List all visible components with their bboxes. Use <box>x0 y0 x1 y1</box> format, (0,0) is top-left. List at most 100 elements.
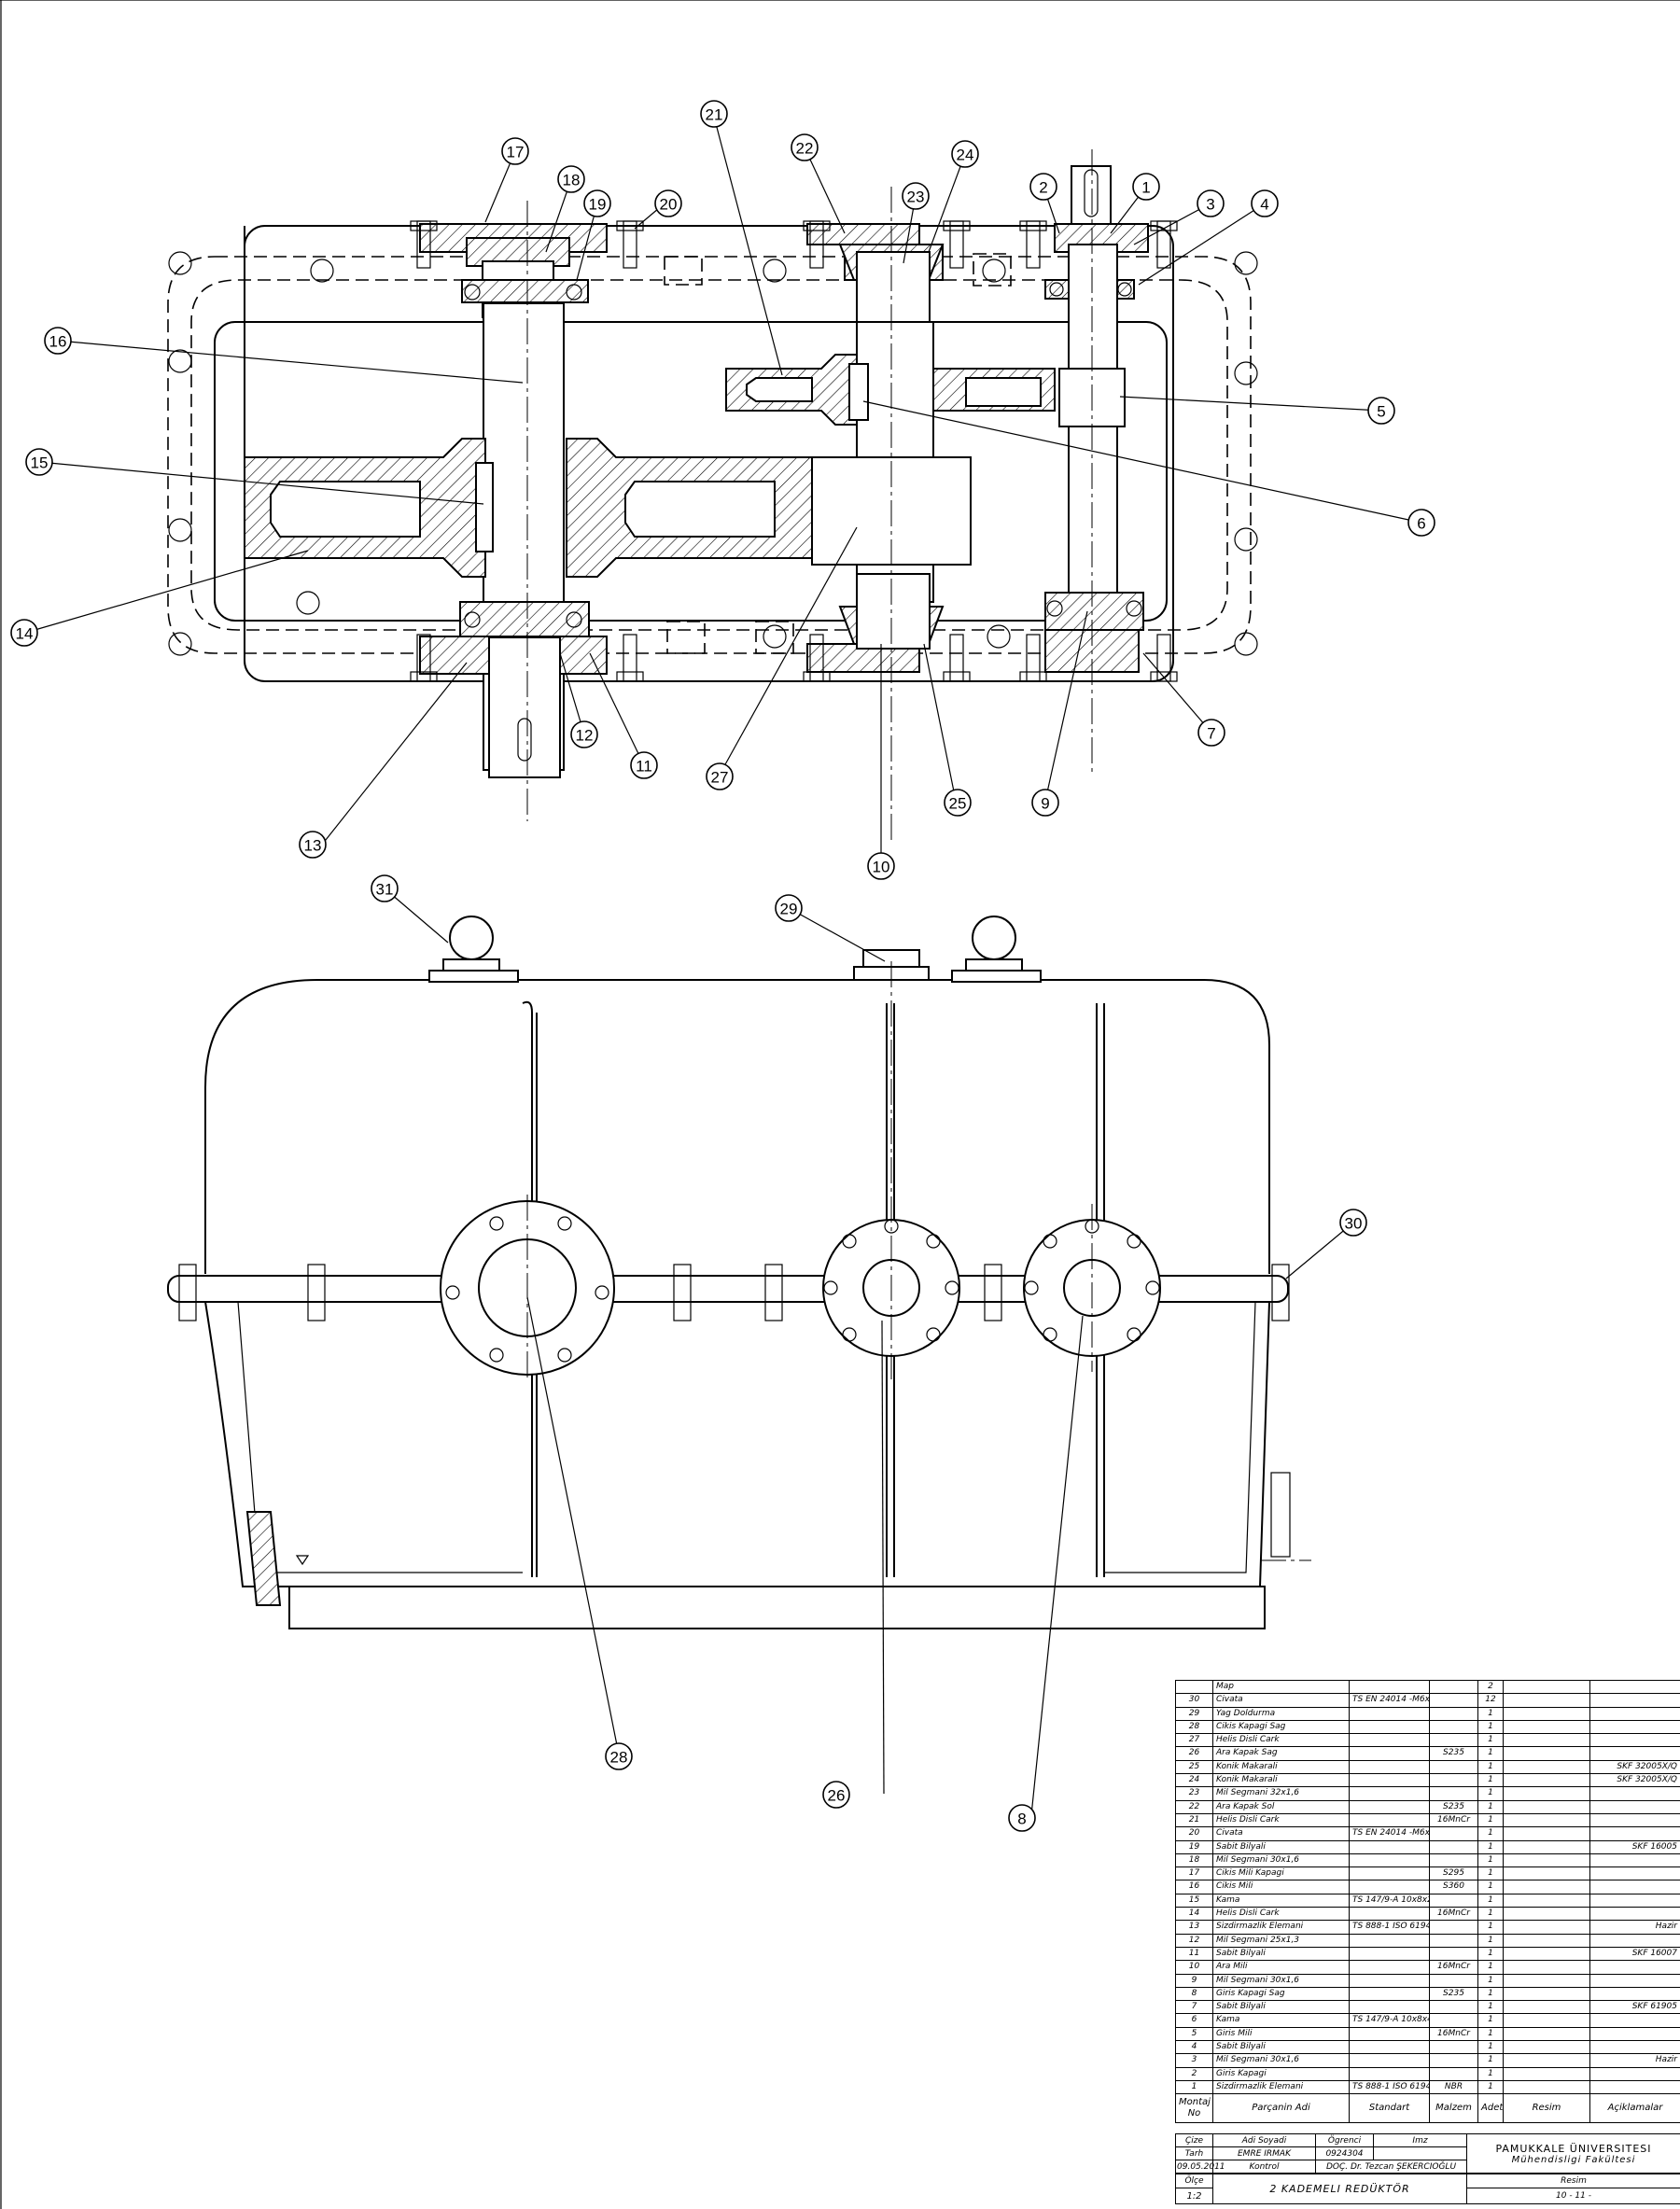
parts-cell-drawing <box>1503 2053 1590 2068</box>
header-drawing: Resim <box>1503 2093 1590 2124</box>
parts-cell-standard <box>1349 1973 1430 1988</box>
parts-cell-material: 16MnCr <box>1429 1907 1478 1922</box>
balloon-24: 24 <box>951 140 979 168</box>
parts-cell-notes <box>1589 1852 1680 1868</box>
balloon-10: 10 <box>867 852 895 880</box>
parts-cell-no: 21 <box>1175 1812 1213 1828</box>
balloon-label: 16 <box>49 333 67 351</box>
drawing-scale: 1:2 <box>1175 2188 1213 2204</box>
parts-cell-drawing <box>1503 1920 1590 1935</box>
parts-cell-drawing <box>1503 1719 1590 1735</box>
parts-cell-name: Sizdirmazlik Elemani <box>1212 1920 1350 1935</box>
balloon-13: 13 <box>299 831 327 859</box>
parts-cell-notes <box>1589 1799 1680 1814</box>
parts-cell-drawing <box>1503 1826 1590 1841</box>
parts-cell-drawing <box>1503 1866 1590 1881</box>
parts-cell-drawing <box>1503 1986 1590 2002</box>
title-block: Çize Adi Soyadi Ögrenci Imz PAMUKKALE ÜN… <box>1175 2133 1680 2204</box>
parts-cell-qty: 12 <box>1477 1693 1504 1708</box>
parts-cell-drawing <box>1503 2000 1590 2015</box>
balloon-label: 25 <box>949 795 967 813</box>
header-no: Montaj No <box>1175 2093 1213 2124</box>
imza-label: Imz <box>1373 2133 1467 2147</box>
parts-cell-qty: 1 <box>1477 1986 1504 2002</box>
parts-cell-standard <box>1349 1746 1430 1761</box>
parts-cell-name: Cikis Mili <box>1212 1880 1350 1894</box>
parts-cell-name: Sizdirmazlik Elemani <box>1212 2079 1350 2095</box>
parts-cell-material <box>1429 1826 1478 1841</box>
balloon-2: 2 <box>1029 173 1057 201</box>
resim-label: Resim <box>1466 2174 1680 2188</box>
parts-cell-name: Helis Disli Cark <box>1212 1907 1350 1922</box>
parts-cell-qty: 2 <box>1477 1679 1504 1695</box>
parts-cell-standard <box>1349 1907 1430 1922</box>
balloon-label: 30 <box>1345 1215 1363 1233</box>
parts-cell-qty: 1 <box>1477 1907 1504 1922</box>
header-qty: Adet <box>1477 2093 1504 2124</box>
balloon-21: 21 <box>700 100 728 128</box>
parts-cell-material <box>1429 1893 1478 1908</box>
parts-cell-notes <box>1589 2079 1680 2095</box>
parts-cell-notes <box>1589 1960 1680 1975</box>
parts-cell-standard <box>1349 1960 1430 1975</box>
balloon-label: 31 <box>376 881 394 899</box>
parts-cell-standard <box>1349 2040 1430 2055</box>
parts-cell-notes: SKF 16005 <box>1589 1839 1680 1854</box>
parts-cell-standard <box>1349 1866 1430 1881</box>
parts-cell-no: 25 <box>1175 1759 1213 1775</box>
front-elevation-view <box>167 916 1311 1629</box>
balloon-label: 1 <box>1141 179 1150 197</box>
parts-cell-material: S295 <box>1429 1866 1478 1881</box>
balloon-label: 24 <box>957 147 974 164</box>
parts-cell-standard <box>1349 2000 1430 2015</box>
ciz-label: Çize <box>1175 2133 1213 2147</box>
adi-soyadi-label: Adi Soyadi <box>1212 2133 1316 2147</box>
parts-cell-name: Cikis Kapagi Sag <box>1212 1719 1350 1735</box>
parts-cell-material <box>1429 1920 1478 1935</box>
balloon-27: 27 <box>706 762 734 790</box>
parts-cell-name: Kama <box>1212 2013 1350 2028</box>
parts-cell-qty: 1 <box>1477 1866 1504 1881</box>
balloon-label: 9 <box>1041 795 1049 813</box>
parts-cell-qty: 1 <box>1477 1839 1504 1854</box>
parts-cell-qty: 1 <box>1477 1812 1504 1828</box>
parts-cell-qty: 1 <box>1477 1706 1504 1721</box>
parts-cell-notes: SKF 61905 <box>1589 2000 1680 2015</box>
parts-cell-no: 28 <box>1175 1719 1213 1735</box>
parts-cell-no: 12 <box>1175 1933 1213 1948</box>
parts-cell-notes <box>1589 2066 1680 2081</box>
parts-cell-no: 24 <box>1175 1773 1213 1788</box>
balloon-28: 28 <box>605 1742 633 1770</box>
parts-cell-standard <box>1349 1933 1430 1948</box>
balloon-label: 2 <box>1039 179 1047 197</box>
parts-cell-drawing <box>1503 1693 1590 1708</box>
parts-cell-notes <box>1589 1973 1680 1988</box>
parts-cell-no: 13 <box>1175 1920 1213 1935</box>
balloon-14: 14 <box>10 619 38 647</box>
parts-cell-standard <box>1349 2053 1430 2068</box>
balloon-31: 31 <box>371 874 399 902</box>
parts-cell-drawing <box>1503 1733 1590 1748</box>
parts-cell-name: Mil Segmani 25x1,3 <box>1212 1933 1350 1948</box>
parts-cell-notes: Hazir <box>1589 1920 1680 1935</box>
parts-cell-qty: 1 <box>1477 2026 1504 2042</box>
balloon-15: 15 <box>25 448 53 476</box>
parts-cell-drawing <box>1503 1812 1590 1828</box>
parts-cell-name: Sabit Bilyali <box>1212 1839 1350 1854</box>
parts-cell-standard <box>1349 1719 1430 1735</box>
sheet-number: 10 - 11 - <box>1466 2188 1680 2204</box>
parts-cell-material <box>1429 2040 1478 2055</box>
balloon-label: 12 <box>576 727 594 745</box>
balloon-label: 15 <box>31 454 49 472</box>
parts-cell-notes <box>1589 1693 1680 1708</box>
